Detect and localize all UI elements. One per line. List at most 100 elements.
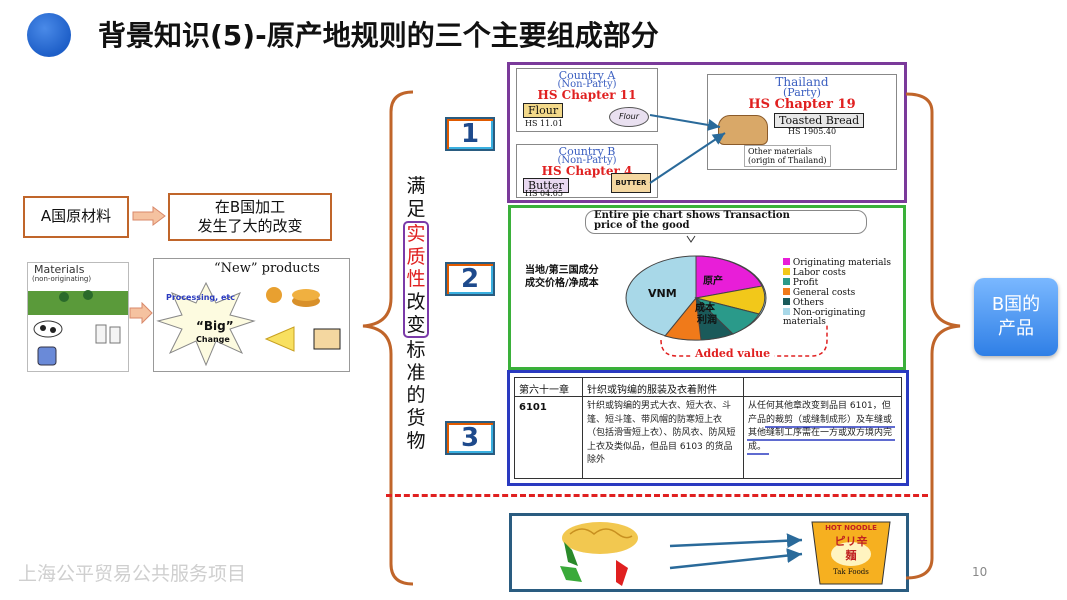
vertical-caption: 满 足 实 质 性 改 变 标 准 的 货 物 <box>403 175 429 452</box>
profit-label: 利润 <box>697 315 717 326</box>
change-label: Change <box>196 335 230 344</box>
pie-heading-line1: Entire pie chart shows Transaction <box>594 210 790 221</box>
pie-chart-icon <box>625 255 767 341</box>
pie-heading: Entire pie chart shows Transaction price… <box>585 210 867 234</box>
processing-box: 在B国加工 发生了大的改变 <box>168 193 332 241</box>
pie-legend: Originating materials Labor costs Profit… <box>783 258 895 327</box>
hs-190540-label: HS 1905.40 <box>788 127 837 136</box>
processing-label: Processing, etc <box>166 293 235 302</box>
new-products-label: “New” products <box>214 261 320 276</box>
number-3-box: 3 <box>445 421 495 455</box>
pie-heading-line2: price of the good <box>594 220 690 231</box>
new-products-image: “New” products Processing, etc “Big” Cha… <box>153 258 350 372</box>
big-label: “Big” <box>196 319 234 333</box>
big-change-burst-icon <box>156 281 341 367</box>
result-line1: B国的 <box>991 293 1041 315</box>
farm-illustration-icon <box>28 290 128 366</box>
vchar-4: 质 <box>406 245 426 268</box>
tariff-table: 第六十一章 针织或钩编的服装及衣着附件 6101 针织或钩编的男式大衣、短大衣、… <box>514 377 902 479</box>
title-bullet-icon <box>27 13 71 57</box>
left-label-1: 当地/第三国成分 <box>525 265 599 276</box>
non-party-b-label: (Non-Party) <box>557 155 617 166</box>
vchar-5: 性 <box>406 268 426 291</box>
highlight-frame: 实 质 性 改 变 <box>403 221 429 339</box>
noodle-brand-mid: ピリ辛 <box>834 535 868 548</box>
thailand-label: Thailand <box>775 75 829 89</box>
vnm-label: VNM <box>648 287 677 300</box>
butter-tag: Butter <box>523 178 569 193</box>
page-number: 10 <box>972 565 988 579</box>
vchar-7: 变 <box>406 313 426 336</box>
noodle-brand-char: 麺 <box>845 549 857 562</box>
non-party-a-label: (Non-Party) <box>557 79 617 90</box>
bread-icon <box>718 115 768 145</box>
flow-arrow-icon <box>132 206 166 226</box>
legend-item-non-originating: Non-originating materials <box>783 308 866 327</box>
other-materials-label: Other materials <box>748 147 813 156</box>
raw-material-label: A国原材料 <box>40 207 112 226</box>
country-b-box: Country B (Non-Party) HS Chapter 4 Butte… <box>516 144 658 198</box>
rule-underline-icon <box>747 426 895 455</box>
processing-line2: 发生了大的改变 <box>197 217 303 235</box>
hs-1101-label: HS 11.01 <box>525 119 563 128</box>
footer-text: 上海公平贸易公共服务项目 <box>18 563 247 585</box>
vchar-8: 标 <box>406 339 426 362</box>
vchar-1: 满 <box>406 175 426 197</box>
cost-label: 成本 <box>695 303 715 314</box>
vchar-11: 货 <box>406 406 426 429</box>
added-value-bracket-icon <box>660 235 828 357</box>
vchar-6: 改 <box>406 290 426 313</box>
result-line2: 产品 <box>997 318 1034 339</box>
origin-label: 原产 <box>703 276 723 287</box>
number-2-box: 2 <box>445 262 495 296</box>
toasted-bread-tag: Toasted Bread <box>774 113 865 128</box>
thailand-box: Thailand (Party) HS Chapter 19 Toasted B… <box>707 74 897 170</box>
materials-image: Materials (non-originating) <box>27 262 129 372</box>
legend-item-labor: Labor costs <box>783 268 895 278</box>
origin-thailand-label: (origin of Thailand) <box>748 156 827 165</box>
page-title: 背景知识(5)-原产地规则的三个主要组成部分 <box>98 19 659 52</box>
vchar-3: 实 <box>406 223 426 246</box>
raw-material-box: A国原材料 <box>23 196 129 238</box>
vchar-12: 物 <box>406 429 426 452</box>
chapter-title-cell: 针织或钩编的服装及衣着附件 <box>587 385 717 396</box>
vchar-2: 足 <box>406 197 426 220</box>
left-brace-icon <box>362 90 414 586</box>
panel-1-arrows-icon <box>649 114 726 184</box>
added-value-label: Added value <box>691 347 775 360</box>
panel-2: Entire pie chart shows Transaction price… <box>508 205 906 370</box>
noodle-illustration-icon <box>560 521 891 586</box>
result-box: B国的 产品 <box>974 278 1058 356</box>
dashed-divider <box>386 494 928 497</box>
hs-0405-label: HS 04.05 <box>525 189 563 198</box>
right-brace-icon <box>905 92 961 580</box>
noodle-brand-top: HOT NOODLE <box>825 524 877 532</box>
country-a-label: Country A <box>558 69 616 82</box>
number-1-box: 1 <box>445 117 495 151</box>
country-a-box: Country A (Non-Party) HS Chapter 11 Flou… <box>516 68 658 132</box>
hs-chapter-19-label: HS Chapter 19 <box>748 97 856 112</box>
legend-item-profit: Profit <box>783 278 895 288</box>
chapter-cell: 第六十一章 <box>519 385 569 396</box>
panel-1: Country A (Non-Party) HS Chapter 11 Flou… <box>507 62 907 203</box>
noodle-brand-bottom: Tak Foods <box>833 568 869 576</box>
legend-item-others: Others <box>783 298 895 308</box>
legend-item-originating: Originating materials <box>783 258 895 268</box>
flour-tag: Flour <box>523 103 564 118</box>
materials-arrow-icon <box>129 302 153 324</box>
processing-line1: 在B国加工 <box>214 197 286 216</box>
code-cell: 6101 <box>519 402 547 413</box>
country-b-label: Country B <box>558 145 616 158</box>
vchar-9: 准 <box>406 361 426 384</box>
left-label-2: 成交价格/净成本 <box>525 278 599 289</box>
vchar-10: 的 <box>406 384 426 407</box>
rule-cell: 从任何其他章改变到品目 6101，但产品的裁剪（或缝制成形）及车缝或其他缝制工序… <box>748 401 893 452</box>
party-label: (Party) <box>783 86 821 99</box>
panel-3: 第六十一章 针织或钩编的服装及衣着附件 6101 针织或钩编的男式大衣、短大衣、… <box>507 370 909 486</box>
flour-package-icon: Flour <box>609 107 649 127</box>
hs-chapter-4-label: HS Chapter 4 <box>541 164 633 178</box>
materials-sub-label: (non-originating) <box>32 275 92 283</box>
legend-item-general: General costs <box>783 288 895 298</box>
description-cell: 针织或钩编的男式大衣、短大衣、斗篷、短斗篷、带风帽的防寒短上衣（包括滑雪短上衣）… <box>587 401 736 465</box>
other-materials-box: Other materials (origin of Thailand) <box>744 145 831 167</box>
